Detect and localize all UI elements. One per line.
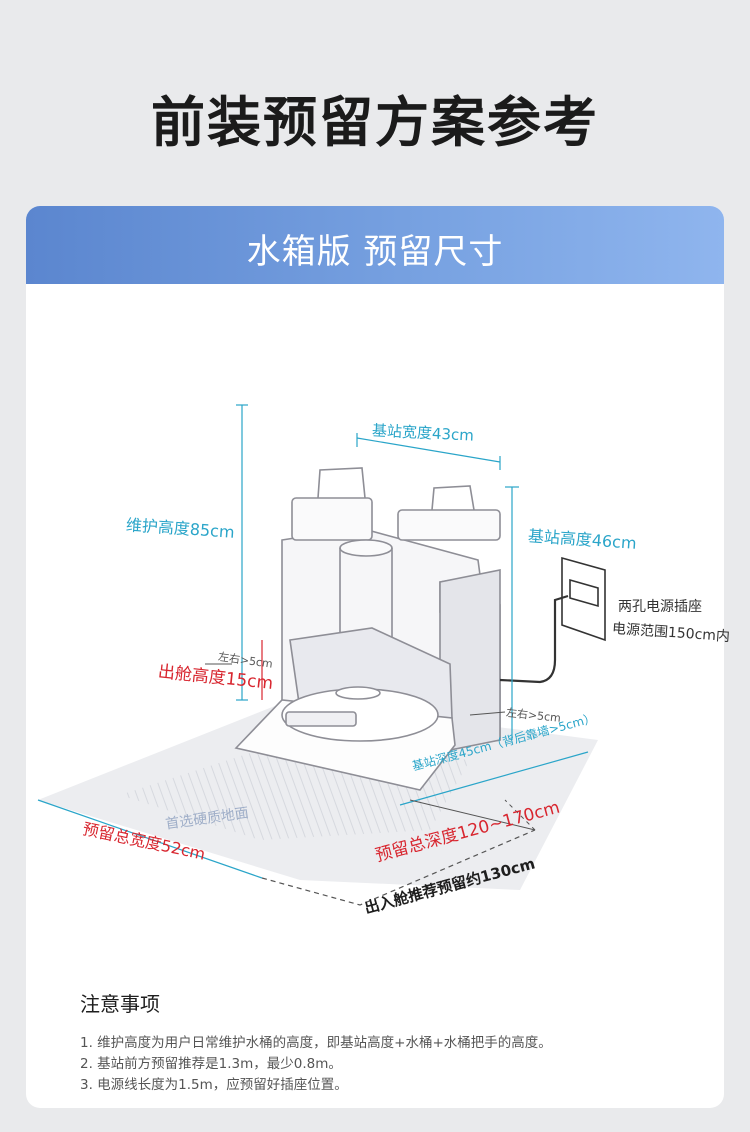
label-socket-line1: 两孔电源插座 [618,599,702,615]
power-cable [499,594,569,684]
note-item: 1. 维护高度为用户日常维护水桶的高度，即基站高度+水桶+水桶把手的高度。 [80,1035,552,1051]
base-station [234,467,501,791]
front-reserve-outline [261,829,536,906]
notes-section: 注意事项 1. 维护高度为用户日常维护水桶的高度，即基站高度+水桶+水桶把手的高… [80,988,552,1096]
dimension-lines [37,404,589,879]
gap-lines [205,663,536,831]
power-socket [561,556,606,642]
card-header-band [26,206,724,284]
note-item: 2. 基站前方预留推荐是1.3m，最少0.8m。 [80,1056,342,1072]
page-title: 前装预留方案参考 [151,91,599,154]
note-item: 3. 电源线长度为1.5m，应预留好插座位置。 [80,1077,348,1093]
notes-heading: 注意事项 [80,992,160,1016]
card-title: 水箱版 预留尺寸 [246,232,504,272]
card-header: 水箱版 预留尺寸 [26,206,724,284]
